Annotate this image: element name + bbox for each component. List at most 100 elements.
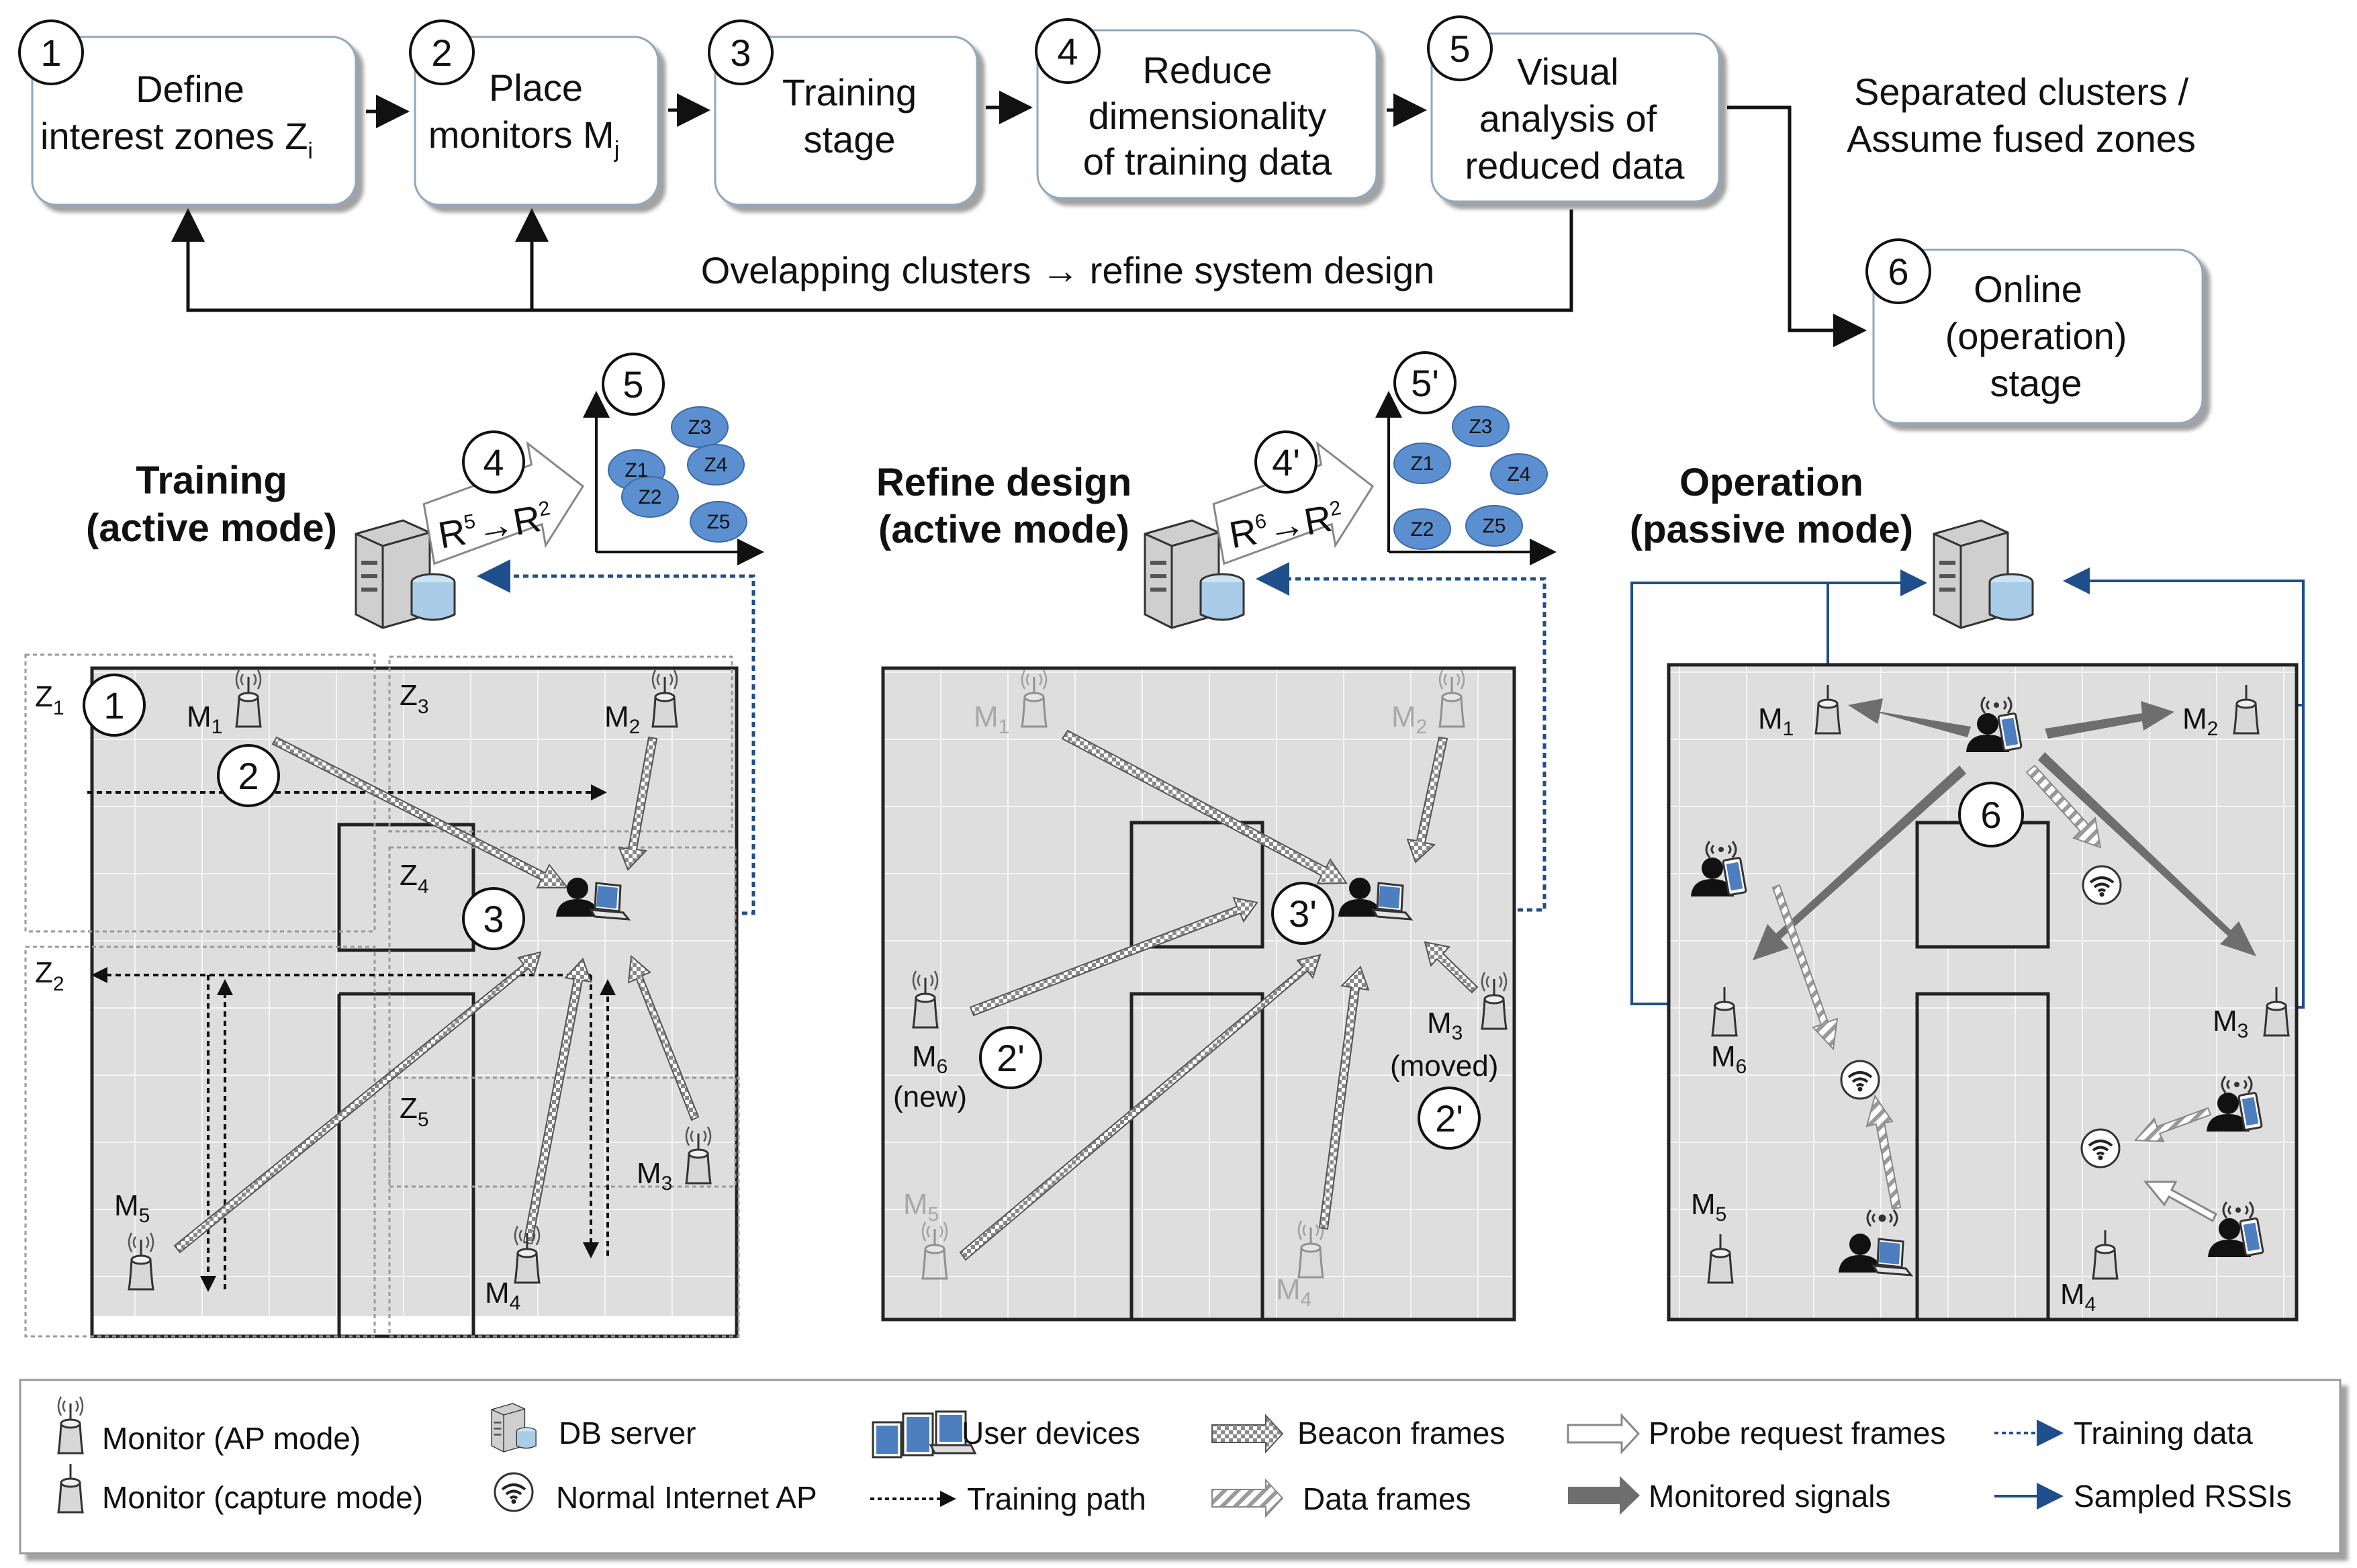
legend-training-data-label: Training data [2074,1416,2253,1450]
training-m2-label: M [604,700,629,733]
zone-z4: Z [400,859,418,892]
training-reduce-arrow-sym: → [473,502,517,550]
svg-text:Z5: Z5 [400,1092,429,1131]
legend-box [19,1379,2342,1555]
svg-text:M6: M6 [912,1040,948,1078]
training-markers [83,674,525,950]
legend-beacon-frames-label: Beacon frames [1297,1416,1505,1450]
refine-title-line1: Refine design [876,461,1131,504]
svg-text:M4: M4 [2060,1278,2096,1316]
training-marker-3: 3 [483,898,504,940]
flow-arrows [171,91,1867,347]
step-1-sub: i [308,138,313,164]
training-beacon-arrows [173,736,700,1254]
training-title-line2: (active mode) [86,506,337,550]
step-2-line2: monitors M [428,113,614,156]
refine-cluster-z3: Z3 [1469,416,1492,438]
refine-marker-3p: 3' [1289,892,1317,935]
svg-text:M4: M4 [1276,1273,1311,1311]
svg-text:Z4: Z4 [400,859,429,898]
operation-m2-label: M [2182,702,2207,735]
refine-m3-label: M [1427,1007,1452,1040]
refine-reduce-to-sup: 2 [1328,497,1343,520]
operation-wifi-ap-2-icon [1840,1060,1880,1100]
refine-m2-sub: 2 [1416,716,1428,738]
operation-probe-request [2143,1181,2217,1223]
operation-laptop-waves [1866,1209,1898,1227]
refine-cluster-z5: Z5 [1482,515,1506,537]
svg-text:M1: M1 [1758,702,1794,740]
refine-m5-label: M [903,1188,928,1221]
refine-m1-sub: 1 [999,716,1010,738]
zone-z4-sub: 4 [418,876,429,898]
step-number-circles [18,15,1931,304]
separated-clusters-line2: Assume fused zones [1847,118,2196,160]
legend-probe-request-icon [1567,1413,1640,1455]
refine-cluster-z2: Z2 [1410,518,1434,541]
svg-text:M5: M5 [903,1188,939,1226]
operation-db-server-icon [1933,519,2034,629]
legend-training-path-label: Training path [967,1481,1146,1516]
operation-m3-sub: 3 [2237,1020,2249,1042]
svg-text:M2: M2 [604,700,640,738]
refine-reduce-arrow [1212,441,1375,565]
training-reduce-arrow [422,441,585,565]
training-cluster-z5: Z5 [706,511,730,533]
refine-floor-plan [881,666,1516,1322]
operation-marker-circle [1958,782,2024,847]
operation-m4-sub: 4 [2085,1293,2096,1316]
refine-cluster-z4: Z4 [1507,463,1530,486]
refine-marker-2p-a: 2' [997,1037,1025,1079]
step-1-line2: interest zones Z [40,115,308,157]
zone-z3: Z [400,679,418,712]
refine-reduce-from-sup: 6 [1253,510,1268,533]
operation-m5-sub: 5 [1716,1203,1727,1226]
legend-monitor-capture-label: Monitor (capture mode) [102,1480,423,1515]
legend-monitor-ap-label: Monitor (AP mode) [102,1421,361,1456]
flow-step-4 [1036,29,1378,199]
svg-text:M2: M2 [1391,700,1427,738]
refine-m4-sub: 4 [1301,1289,1312,1311]
svg-text:Z1: Z1 [35,680,64,719]
operation-marker-6: 6 [1980,794,2001,836]
flow-step-2 [414,36,659,206]
svg-text:interest zones Zi: interest zones Zi [40,115,313,164]
refine-marker-2p-b: 2' [1435,1097,1463,1140]
zone-z2-sub: 2 [53,973,64,995]
refine-reduce-arrow-sym: → [1264,502,1308,550]
training-plot-num: 5 [622,363,643,406]
refine-m3-sub: 3 [1452,1022,1463,1044]
training-marker-2: 2 [238,755,259,797]
zone-z5: Z [400,1092,418,1125]
training-reduce-from-sup: 5 [462,510,477,534]
step-2-sub: j [614,137,620,163]
step-5-line1: Visual [1517,50,1619,93]
operation-m3-label: M [2213,1005,2237,1037]
zone-z1: Z [35,680,53,713]
refine-title-line2: (active mode) [878,508,1129,551]
zone-z1-sub: 1 [53,697,64,719]
step-3-line1: Training [782,71,917,113]
step-5-line2: analysis of [1479,97,1657,140]
legend-user-devices-icon [872,1410,977,1459]
legend-wifi-ap-label: Normal Internet AP [556,1480,817,1515]
training-cluster-z2: Z2 [638,486,661,508]
flow-step-3 [714,36,978,206]
operation-m5-label: M [1691,1188,1716,1221]
flow-step-6 [1872,248,2204,424]
operation-m2-sub: 2 [2207,718,2219,740]
training-marker-1: 1 [103,684,124,727]
operation-floor-plan [1667,663,2299,1322]
training-m3-label: M [637,1157,661,1190]
refine-m6-sub: 6 [937,1056,948,1078]
step-4-num: 4 [1057,30,1078,73]
step-1-num: 1 [40,32,61,74]
step-5-num: 5 [1449,28,1470,70]
training-m2-sub: 2 [629,716,641,738]
training-clusters [608,406,747,543]
legend-probe-request-label: Probe request frames [1649,1416,1945,1450]
svg-text:M1: M1 [187,700,222,738]
svg-text:M1: M1 [974,700,1009,738]
svg-text:R6→R2: R6→R2 [1226,495,1346,557]
